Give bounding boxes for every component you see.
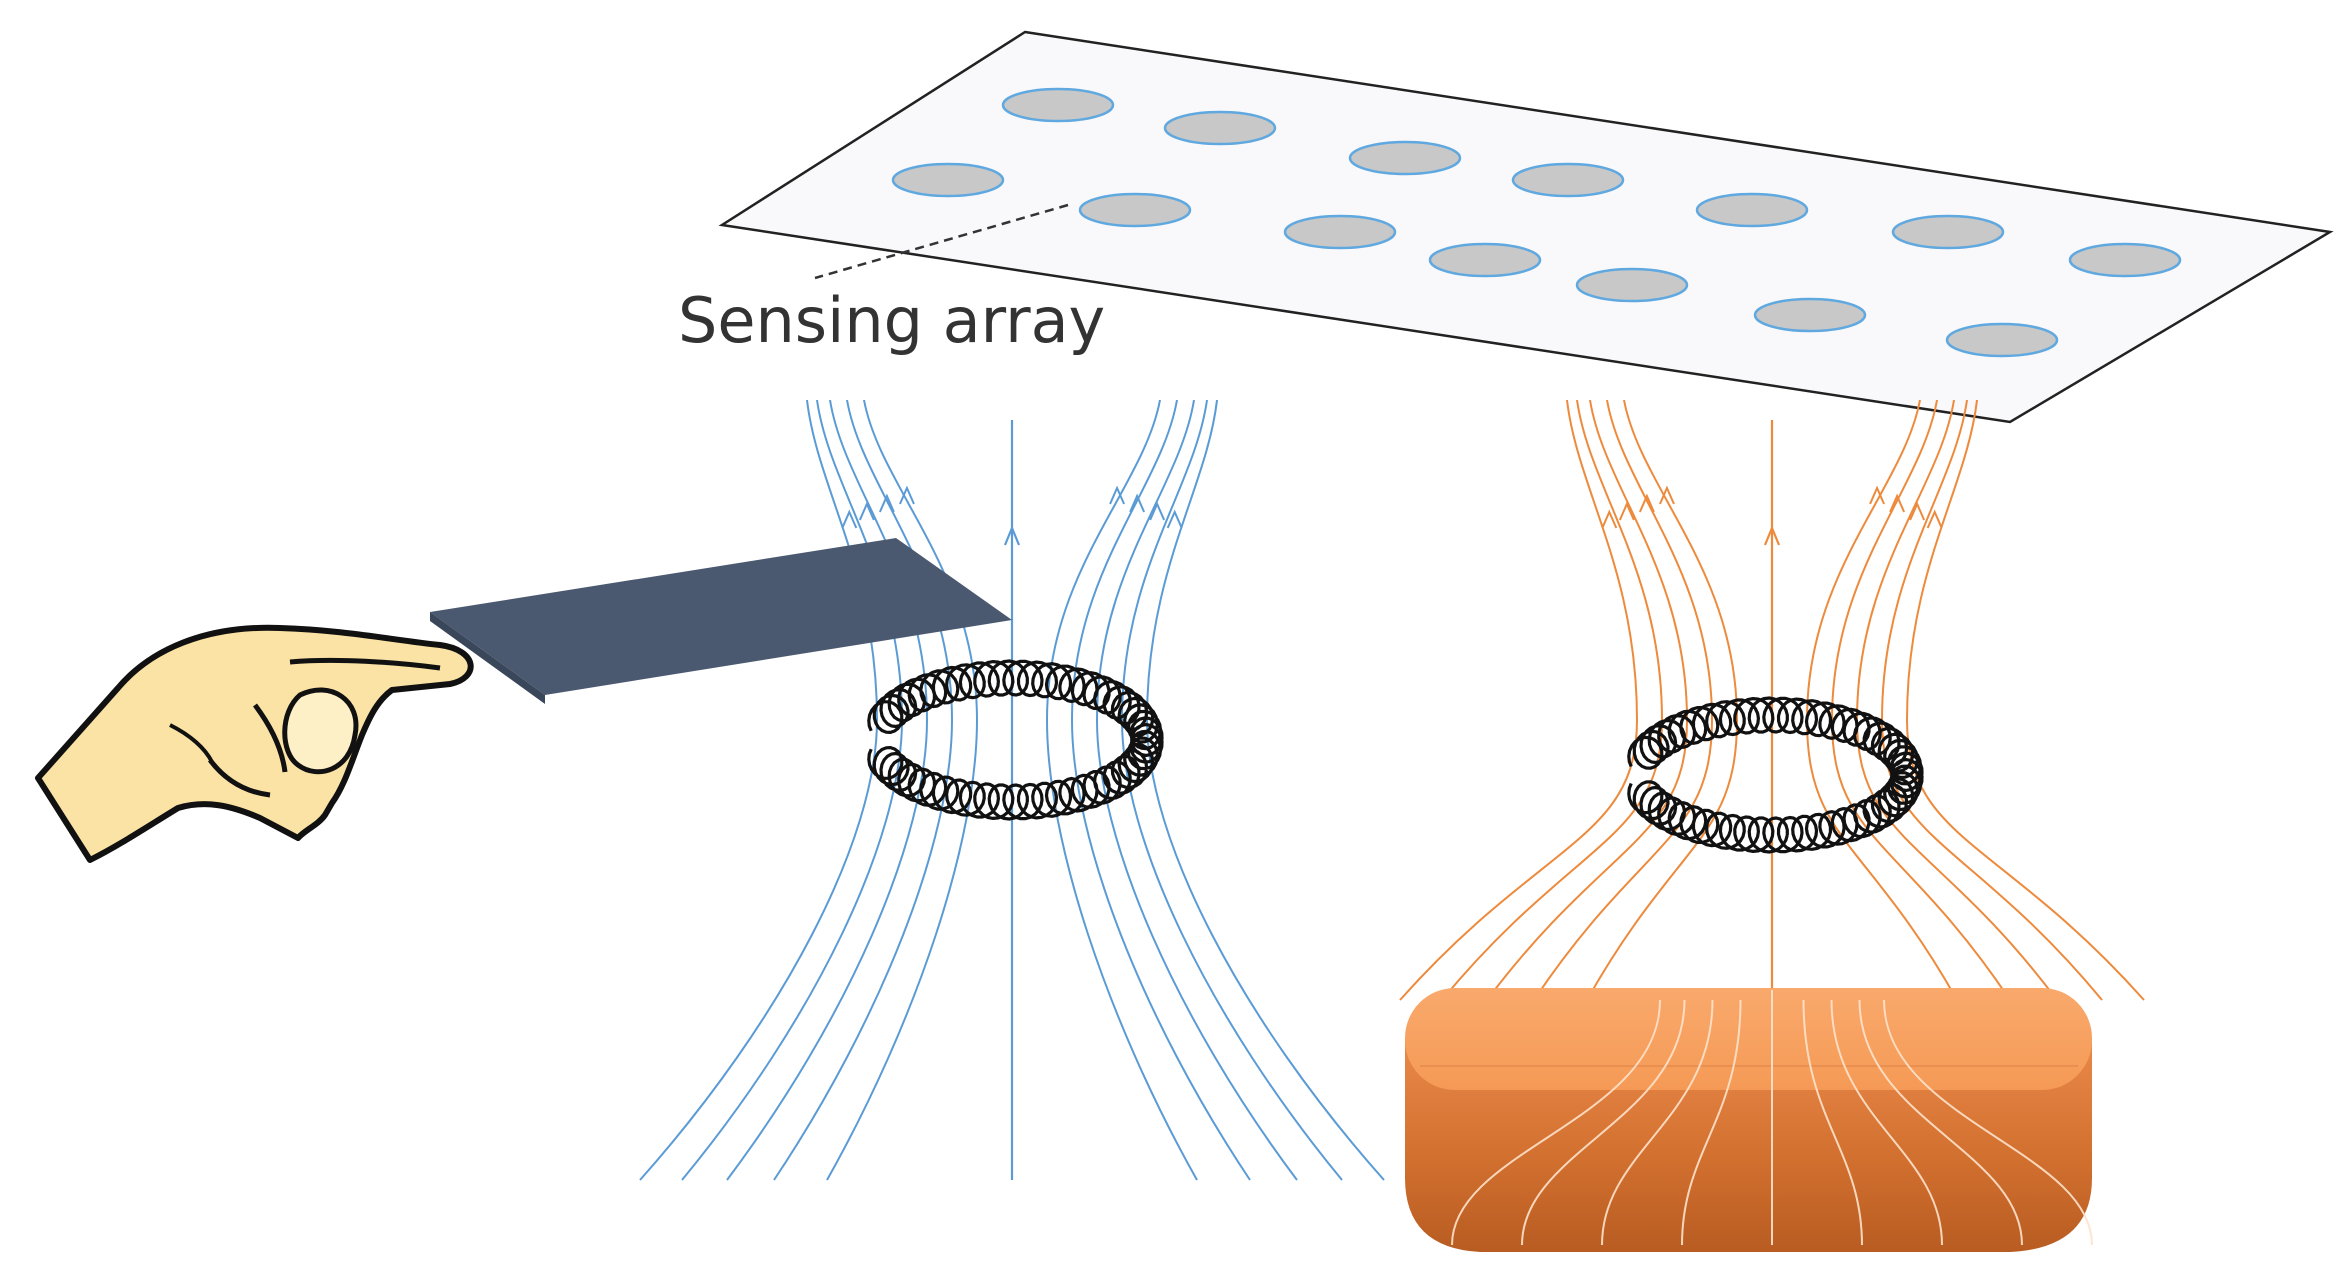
- field-arrow: [1129, 493, 1146, 513]
- coil-winding: [1627, 696, 1924, 854]
- field-line: [1399, 399, 1639, 1001]
- field-arrow: [1618, 501, 1635, 521]
- field-arrow: [841, 509, 858, 529]
- field-arrow: [1659, 485, 1675, 505]
- field-arrow: [1889, 493, 1906, 513]
- field-arrow: [1926, 509, 1943, 529]
- block-field-line: [1883, 999, 2093, 1246]
- sensing-array-label: Sensing array: [678, 284, 1105, 357]
- sensor-pad: [1511, 162, 1625, 198]
- knuckle-line-2: [208, 758, 271, 798]
- field-arrow: [1638, 493, 1655, 513]
- thumb-curl: [282, 687, 359, 775]
- sensing-array: [718, 30, 2334, 424]
- sensor-pad: [2068, 242, 2182, 278]
- field-line: [681, 399, 904, 1181]
- coil-icon: [1627, 696, 1924, 854]
- sensing-plate: [718, 30, 2334, 424]
- board-edge: [430, 612, 545, 704]
- block-field-line: [1681, 999, 1742, 1246]
- field-arrow: [1763, 525, 1781, 546]
- block-field-line: [1858, 999, 2023, 1246]
- field-arrow: [1909, 501, 1926, 521]
- sensor-pad: [1575, 267, 1689, 303]
- palm-line: [169, 723, 214, 763]
- field-arrow: [878, 493, 895, 513]
- magnetic-field-blue: [639, 399, 1385, 1181]
- field-arrow: [1601, 509, 1618, 529]
- sensor-pad: [1001, 87, 1115, 123]
- coil-winding: [867, 659, 1164, 821]
- block-field-line: [1451, 999, 1661, 1246]
- sensor-pad: [891, 162, 1005, 198]
- field-arrow: [858, 501, 875, 521]
- sensor-pad: [1078, 192, 1192, 228]
- field-line: [1486, 399, 1689, 1001]
- block-internal-field-lines: [1451, 990, 2093, 1246]
- field-line: [1533, 399, 1714, 1001]
- field-line: [1905, 399, 2145, 1001]
- field-line: [639, 399, 879, 1181]
- field-line: [1880, 399, 2103, 1001]
- sensor-pad: [1348, 140, 1462, 176]
- field-line: [726, 399, 929, 1181]
- field-arrow: [1166, 509, 1183, 529]
- sensor-pad: [1428, 242, 1542, 278]
- field-arrow: [899, 485, 915, 505]
- field-arrow: [1003, 525, 1021, 546]
- coil-icon: [867, 659, 1164, 821]
- sensor-pad: [1753, 297, 1867, 333]
- field-arrow: [1869, 485, 1885, 505]
- field-line: [1045, 399, 1198, 1181]
- block-field-line: [1830, 999, 1943, 1246]
- field-line: [773, 399, 954, 1181]
- block-top: [1405, 988, 2092, 1090]
- knuckle-line-1: [252, 703, 288, 773]
- block-field-line: [1802, 999, 1863, 1246]
- field-line: [1120, 399, 1343, 1181]
- sensor-pads: [891, 87, 2182, 358]
- finger-line: [289, 657, 441, 671]
- sensor-pad: [1283, 214, 1397, 250]
- board: [430, 538, 1012, 704]
- field-line: [1441, 399, 1664, 1001]
- field-arrow: [1149, 501, 1166, 521]
- sensor-pad: [1163, 110, 1277, 146]
- field-line: [826, 399, 979, 1181]
- field-line: [1070, 399, 1251, 1181]
- board-top-face: [430, 538, 1012, 695]
- hand-icon: [35, 624, 474, 863]
- field-line: [1095, 399, 1298, 1181]
- field-line: [1586, 399, 1739, 1001]
- field-arrow: [1109, 485, 1125, 505]
- block-field-line: [1521, 999, 1686, 1246]
- sensor-pad: [1891, 214, 2005, 250]
- sensor-pad: [1945, 322, 2059, 358]
- magnetic-field-orange: [1399, 399, 2145, 1001]
- block-field-line: [1601, 999, 1714, 1246]
- field-line: [1145, 399, 1385, 1181]
- sensor-pad: [1695, 192, 1809, 228]
- field-line: [1830, 399, 2011, 1001]
- hand-shape: [35, 624, 474, 863]
- orange-block: [1405, 988, 2093, 1252]
- block-side: [1405, 1040, 2092, 1252]
- field-line: [1855, 399, 2058, 1001]
